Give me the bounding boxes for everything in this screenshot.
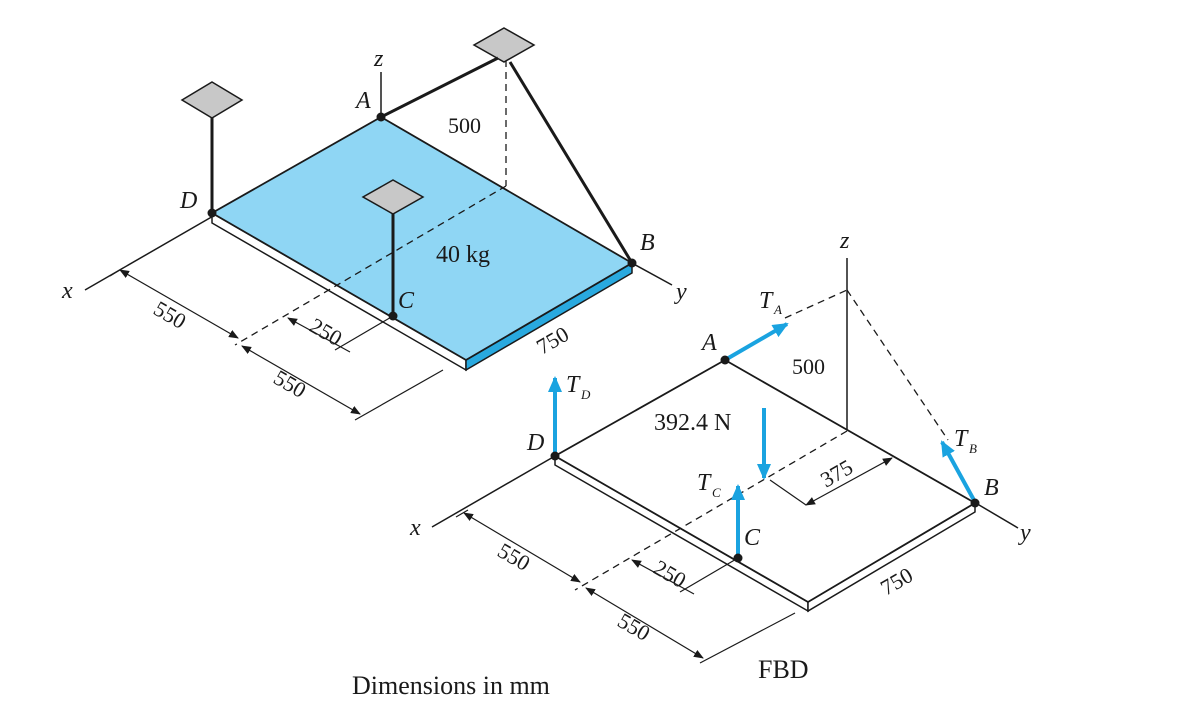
left-dim-label-550b: 550 <box>270 365 311 403</box>
right-ext-3 <box>699 612 796 664</box>
right-label-D: D <box>526 430 544 456</box>
left-label-D: D <box>179 188 197 214</box>
left-ext-1 <box>109 267 124 277</box>
right-point-D <box>550 451 560 461</box>
caption-dimensions: Dimensions in mm <box>352 671 550 700</box>
left-dim-250 <box>287 317 351 353</box>
right-label-B: B <box>984 475 999 501</box>
left-ext-c <box>334 315 394 351</box>
force-label-TC: T C <box>697 470 721 500</box>
force-label-TA-main: T <box>759 288 774 314</box>
right-dashed-TA <box>784 289 848 319</box>
left-x-axis <box>84 214 216 291</box>
right-dashed-TB <box>846 289 949 441</box>
force-label-TB-main: T <box>954 426 969 452</box>
force-TA <box>723 322 789 362</box>
right-ext-375 <box>769 479 807 506</box>
left-label-C: C <box>398 288 415 314</box>
force-label-TA: T A <box>759 288 782 317</box>
right-point-A <box>720 355 730 365</box>
left-label-A: A <box>354 88 371 114</box>
force-label-TB: T B <box>954 426 977 456</box>
right-dashed-centerline <box>574 430 848 591</box>
right-x-label: x <box>409 515 421 541</box>
right-y-axis <box>973 501 1019 529</box>
right-ext-c <box>679 557 739 593</box>
right-ext-1 <box>455 509 469 518</box>
right-dim-label-550b: 550 <box>614 608 655 646</box>
right-z-label: z <box>839 228 850 254</box>
left-x-label: x <box>61 278 73 304</box>
left-y-label: y <box>674 279 687 305</box>
right-label-C: C <box>744 525 761 551</box>
left-dim-550a <box>119 269 239 339</box>
force-label-TB-sub: B <box>969 441 977 456</box>
left-z-label: z <box>373 46 384 72</box>
left-point-A <box>376 112 386 122</box>
right-y-label: y <box>1018 520 1031 546</box>
left-cable-B <box>508 61 634 264</box>
right-x-axis <box>431 455 556 528</box>
force-TB <box>940 440 977 503</box>
left-view: x y z A B C D 40 kg 500 550 550 250 750 <box>61 27 687 421</box>
left-label-B: B <box>640 230 655 256</box>
force-label-TD-main: T <box>566 372 581 398</box>
left-y-axis <box>629 261 673 286</box>
left-dim-height: 500 <box>448 113 481 138</box>
left-support-top <box>472 27 536 63</box>
left-point-B <box>627 258 637 268</box>
left-dim-550b <box>241 345 361 415</box>
left-mass-label: 40 kg <box>436 242 490 268</box>
right-dim-550b <box>585 587 704 659</box>
right-weight-label: 392.4 N <box>654 410 731 436</box>
force-label-TD: T D <box>566 372 591 402</box>
right-view: x y z A B C D 392.4 N 500 T A T B T C T … <box>409 228 1031 664</box>
caption-fbd: FBD <box>758 655 809 684</box>
right-dim-550a <box>463 512 581 583</box>
right-plate <box>553 358 977 604</box>
right-dim-250 <box>631 559 695 595</box>
left-dim-label-550a: 550 <box>150 296 191 334</box>
left-cable-A <box>380 56 499 119</box>
right-label-A: A <box>700 330 717 356</box>
left-point-D <box>207 208 217 218</box>
left-dim-label-250: 250 <box>306 313 347 351</box>
right-dim-label-250: 250 <box>650 555 691 593</box>
force-label-TC-main: T <box>697 470 712 496</box>
left-plate <box>210 115 634 362</box>
left-dashed-centerline <box>234 185 507 346</box>
left-support-D <box>180 81 244 119</box>
force-label-TA-sub: A <box>773 302 782 317</box>
right-dim-375 <box>805 457 893 506</box>
left-ext-3 <box>354 369 444 421</box>
right-point-B <box>970 498 980 508</box>
right-dim-height: 500 <box>792 354 825 379</box>
force-label-TC-sub: C <box>712 485 721 500</box>
force-label-TD-sub: D <box>580 387 591 402</box>
right-dim-label-550a: 550 <box>494 538 535 576</box>
